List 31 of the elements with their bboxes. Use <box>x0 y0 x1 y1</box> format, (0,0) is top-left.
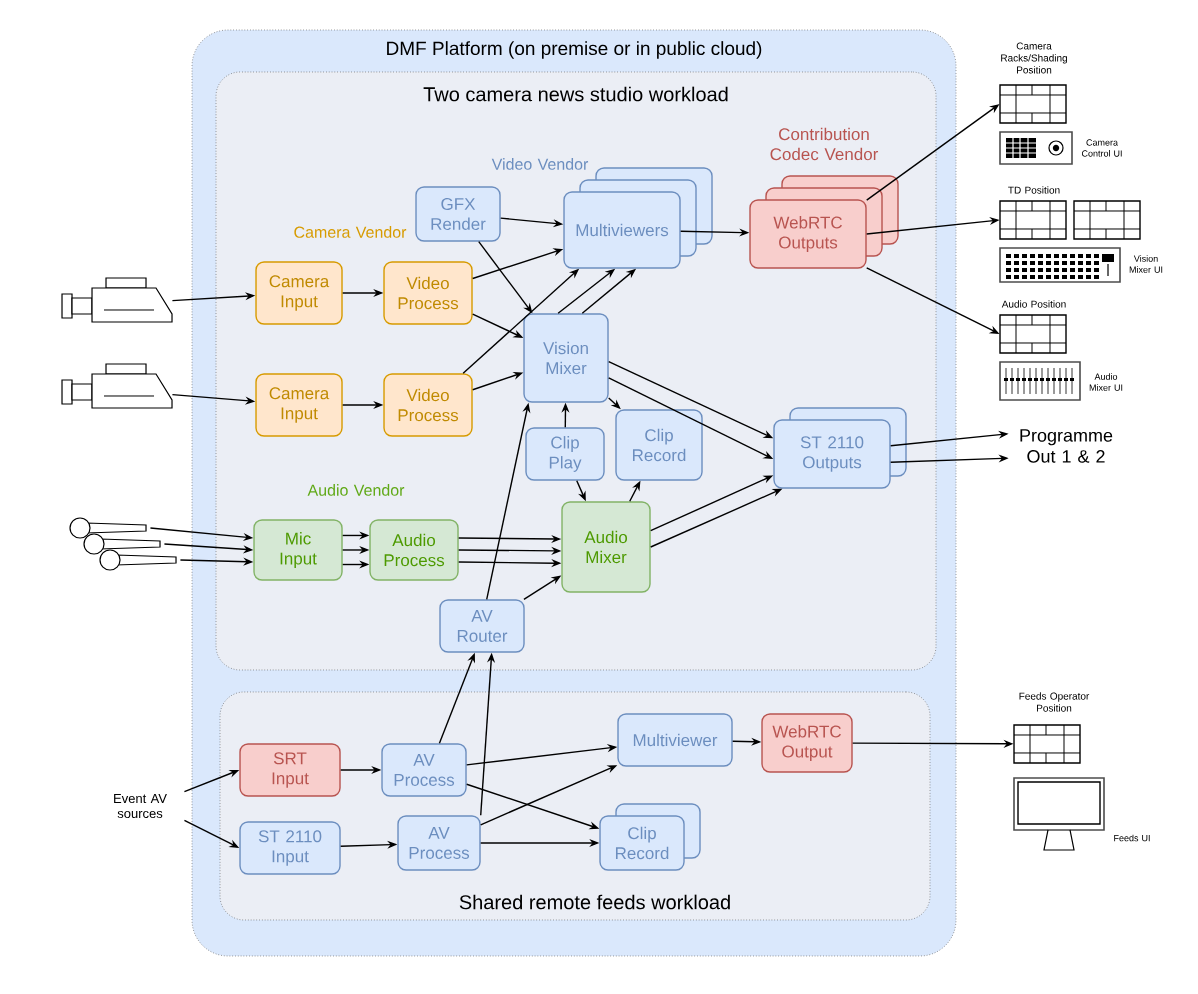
process-box: Clip Record <box>615 409 703 481</box>
vendor-label: Camera Vendor <box>294 226 407 238</box>
process-box: AV Router <box>439 599 525 653</box>
process-box: Video Process <box>383 373 473 437</box>
stacked-box: WebRTC Outputs <box>749 175 899 269</box>
process-box: Clip Play <box>525 427 605 481</box>
process-box: Audio Process <box>369 519 459 581</box>
microphone-drawing <box>83 533 161 555</box>
process-box: Camera Input <box>255 261 343 325</box>
process-box: AV Process <box>397 815 481 871</box>
process-box: Vision Mixer <box>523 313 609 403</box>
process-box: AV Process <box>381 743 467 797</box>
output-label: Programme Out 1 & 2 <box>1020 429 1113 463</box>
microphone-drawing <box>69 517 147 539</box>
process-box: Camera Input <box>255 373 343 437</box>
process-box: Video Process <box>383 261 473 325</box>
vendor-label: Audio Vendor <box>307 484 405 496</box>
vendor-label: Video Vendor <box>491 158 589 170</box>
process-box: Multiviewer <box>617 713 733 767</box>
process-box: Audio Mixer <box>561 501 651 593</box>
process-box: Mic Input <box>253 519 343 581</box>
process-box: GFX Render <box>415 186 501 242</box>
video-camera-drawing <box>61 363 173 409</box>
process-box: SRT Input <box>239 743 341 797</box>
stacked-box: ST 2110 Outputs <box>773 407 907 489</box>
process-box: WebRTC Output <box>761 713 853 773</box>
stacked-box: Clip Record <box>599 803 701 871</box>
microphone-drawing <box>99 549 177 571</box>
stacked-box: Multiviewers <box>563 167 713 269</box>
process-box: ST 2110 Input <box>239 821 341 875</box>
video-camera-drawing <box>61 277 173 323</box>
